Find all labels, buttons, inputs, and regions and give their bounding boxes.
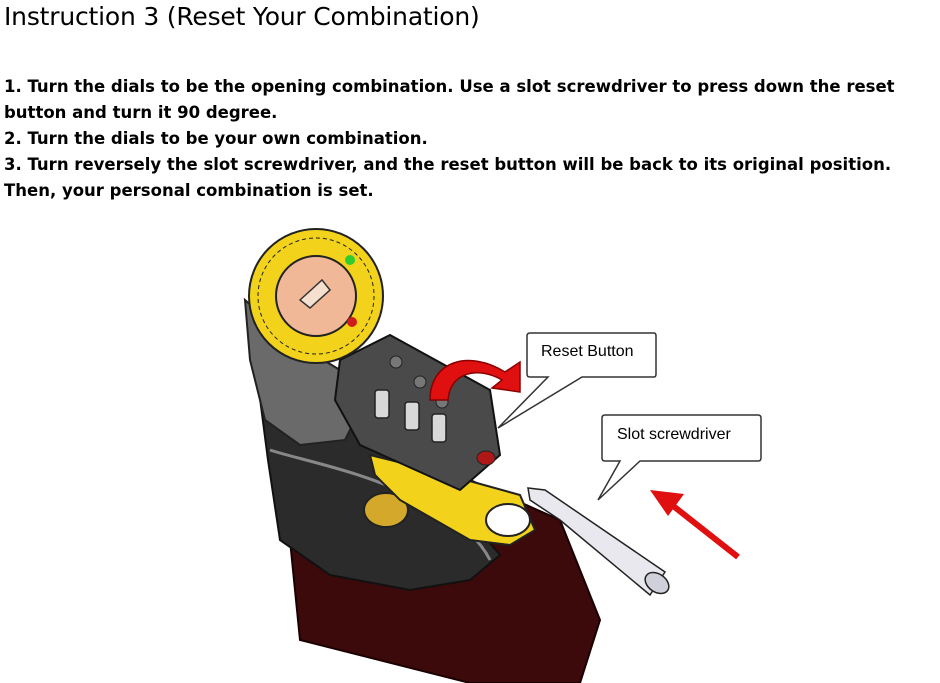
indicator-red [347,317,357,327]
plate-hole [485,503,531,537]
reset-button-slot [476,450,496,466]
screwdriver [527,487,667,597]
step-1: 1. Turn the dials to be the opening comb… [4,77,895,122]
callout-slot-screwdriver-label: Slot screwdriver [617,426,731,443]
indicator-green [345,255,355,265]
page-title: Instruction 3 (Reset Your Combination) [4,2,480,31]
instruction-steps: 1. Turn the dials to be the opening comb… [4,74,940,204]
callout-reset-button-label: Reset Button [541,343,634,360]
callout-reset-button [497,332,657,429]
step-3: 3. Turn reversely the slot screwdriver, … [4,155,892,200]
callout-slot-screwdriver [597,414,762,501]
insert-arrow [650,490,740,560]
rotation-arrow [429,359,521,401]
combination-dials [374,389,447,443]
step-2: 2. Turn the dials to be your own combina… [4,129,428,148]
brass-button [363,492,409,528]
